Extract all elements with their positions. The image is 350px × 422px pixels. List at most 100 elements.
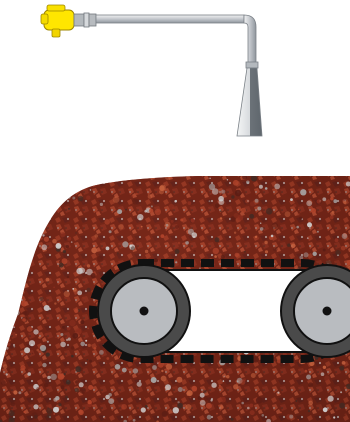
gravel-grain [8, 209, 14, 215]
gravel-grain [247, 407, 250, 410]
gravel-grain [333, 199, 337, 203]
radar-level-sensor [41, 5, 262, 136]
gravel-grain [30, 220, 32, 222]
gravel-grain [90, 189, 92, 191]
gravel-grain [64, 291, 70, 297]
gravel-grain [157, 361, 159, 363]
gravel-grain [174, 200, 177, 203]
gravel-grain [233, 180, 239, 186]
gravel-grain [15, 211, 18, 214]
gravel-grain [178, 387, 183, 392]
gravel-grain [317, 199, 321, 203]
gravel-grain [55, 206, 61, 212]
gravel-grain [24, 347, 30, 353]
gravel-grain [48, 184, 50, 186]
gravel-grain [121, 404, 127, 410]
gravel-grain [106, 247, 110, 251]
gravel-grain [37, 349, 40, 352]
gravel-grain [24, 311, 29, 316]
gravel-grain [72, 288, 74, 290]
gravel-grain [260, 227, 264, 231]
gravel-grain [307, 237, 309, 239]
gravel-grain [18, 391, 21, 394]
gravel-grain [185, 241, 189, 245]
gravel-grain [32, 412, 38, 418]
gravel-grain [79, 268, 85, 274]
gravel-grain [255, 236, 257, 238]
gravel-grain [40, 207, 45, 212]
gravel-grain [88, 385, 93, 390]
gravel-grain [192, 232, 198, 238]
gravel-grain [118, 224, 123, 229]
gravel-grain [265, 187, 268, 190]
gravel-grain [33, 329, 38, 334]
gravel-grain [215, 237, 220, 242]
gravel-grain [27, 205, 32, 210]
gravel-grain [60, 319, 62, 321]
gravel-grain [145, 405, 148, 408]
gravel-grain [122, 368, 127, 373]
gravel-grain [13, 390, 17, 394]
gravel-grain [250, 201, 255, 206]
gravel-grain [339, 403, 345, 409]
gravel-grain [7, 297, 13, 303]
gravel-grain [218, 196, 224, 202]
gravel-grain [297, 213, 300, 216]
gravel-grain [211, 383, 216, 388]
gravel-grain [289, 415, 293, 419]
gravel-grain [262, 414, 265, 417]
gravel-grain [213, 248, 219, 254]
gravel-grain [220, 405, 224, 409]
gravel-grain [250, 410, 255, 415]
gravel-grain [293, 204, 296, 207]
gravel-grain [332, 211, 335, 214]
gravel-grain [127, 416, 129, 418]
gravel-grain [0, 237, 3, 242]
gravel-grain [194, 246, 196, 248]
gravel-grain [176, 377, 182, 383]
gravel-grain [58, 403, 61, 406]
gravel-grain [80, 320, 84, 324]
gravel-grain [16, 295, 19, 298]
gravel-grain [266, 407, 269, 410]
gravel-grain [151, 205, 153, 207]
gravel-grain [215, 204, 220, 209]
gravel-grain [67, 189, 71, 193]
gravel-grain [18, 265, 24, 271]
sensor-housing [41, 5, 96, 37]
gravel-grain [330, 197, 333, 200]
gravel-grain [20, 365, 25, 370]
gravel-grain [0, 357, 2, 359]
gravel-grain [303, 252, 308, 257]
gravel-grain [255, 199, 259, 203]
gravel-grain [52, 205, 56, 209]
gravel-grain [66, 339, 68, 341]
gravel-grain [75, 232, 76, 233]
gravel-grain [46, 278, 50, 282]
gravel-grain [166, 224, 169, 227]
gravel-grain [209, 184, 215, 190]
gravel-grain [56, 243, 62, 249]
gravel-grain [273, 247, 278, 252]
gravel-grain [44, 237, 49, 242]
gravel-grain [78, 410, 83, 415]
gravel-grain [87, 264, 90, 267]
gravel-grain [298, 419, 299, 420]
gravel-grain [287, 244, 290, 247]
gravel-grain [3, 364, 7, 368]
gravel-grain [327, 188, 330, 191]
gravel-grain [205, 192, 207, 194]
gravel-grain [44, 383, 48, 387]
gravel-grain [42, 363, 46, 367]
gravel-grain [309, 189, 312, 192]
gravel-grain [256, 397, 263, 404]
gravel-grain [66, 245, 69, 248]
gravel-grain [29, 207, 35, 213]
gravel-grain [199, 267, 201, 269]
gravel-grain [6, 373, 8, 375]
gravel-grain [161, 376, 167, 382]
gravel-grain [78, 196, 84, 202]
gravel-grain [231, 195, 234, 198]
gravel-grain [95, 234, 98, 237]
gravel-grain [165, 174, 171, 180]
